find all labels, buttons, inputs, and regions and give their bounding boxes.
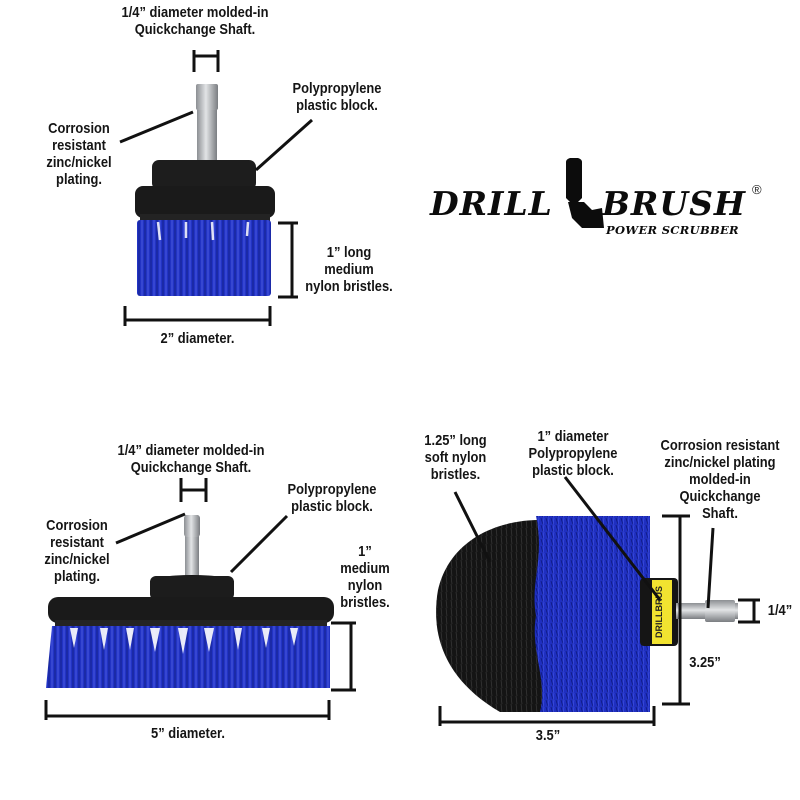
label-bristles-5in: 1” medium nylon bristles. bbox=[340, 543, 390, 611]
dimension-lines-2in bbox=[119, 50, 313, 326]
registered-mark: ® bbox=[752, 182, 762, 197]
label-plating-5in: Corrosion resistant zinc/nickel plating. bbox=[44, 517, 110, 585]
label-diameter-2in: 2” diameter. bbox=[160, 330, 235, 347]
brand-tagline: POWER SCRUBBER bbox=[606, 223, 739, 237]
label-diameter-5in: 5” diameter. bbox=[151, 725, 225, 742]
label-width-round: 3.5” bbox=[535, 727, 561, 744]
dimension-lines-round bbox=[438, 476, 760, 726]
label-bristles-2in: 1” long medium nylon bristles. bbox=[305, 244, 393, 295]
brush-round: DRILLBRUS bbox=[435, 516, 738, 712]
label-block-2in: Polypropylene plastic block. bbox=[292, 80, 382, 114]
drill-icon bbox=[566, 158, 604, 228]
label-shaft-2in: 1/4” diameter molded-in Quickchange Shaf… bbox=[121, 4, 269, 38]
brand-logo: DRILL BRUSH ® POWER SCRUBBER bbox=[430, 158, 770, 248]
label-block-round: 1” diameter Polypropylene plastic block. bbox=[528, 428, 618, 479]
label-plating-2in: Corrosion resistant zinc/nickel plating. bbox=[46, 120, 112, 188]
core-brand-text: DRILLBRUS bbox=[654, 586, 664, 638]
brand-word-drill: DRILL bbox=[430, 184, 553, 223]
label-block-5in: Polypropylene plastic block. bbox=[287, 481, 377, 515]
label-height-round: 3.25” bbox=[689, 654, 721, 671]
label-shaft-5in: 1/4” diameter molded-in Quickchange Shaf… bbox=[117, 442, 265, 476]
label-bristles-round: 1.25” long soft nylon bristles. bbox=[424, 432, 487, 483]
dimension-lines-5in bbox=[44, 478, 356, 720]
brand-word-brush: BRUSH bbox=[602, 184, 747, 223]
label-plating-round: Corrosion resistant zinc/nickel plating … bbox=[660, 437, 780, 522]
label-shaft-width-round: 1/4” bbox=[767, 602, 793, 619]
brush-2in bbox=[135, 84, 275, 296]
brush-5in bbox=[46, 515, 334, 688]
